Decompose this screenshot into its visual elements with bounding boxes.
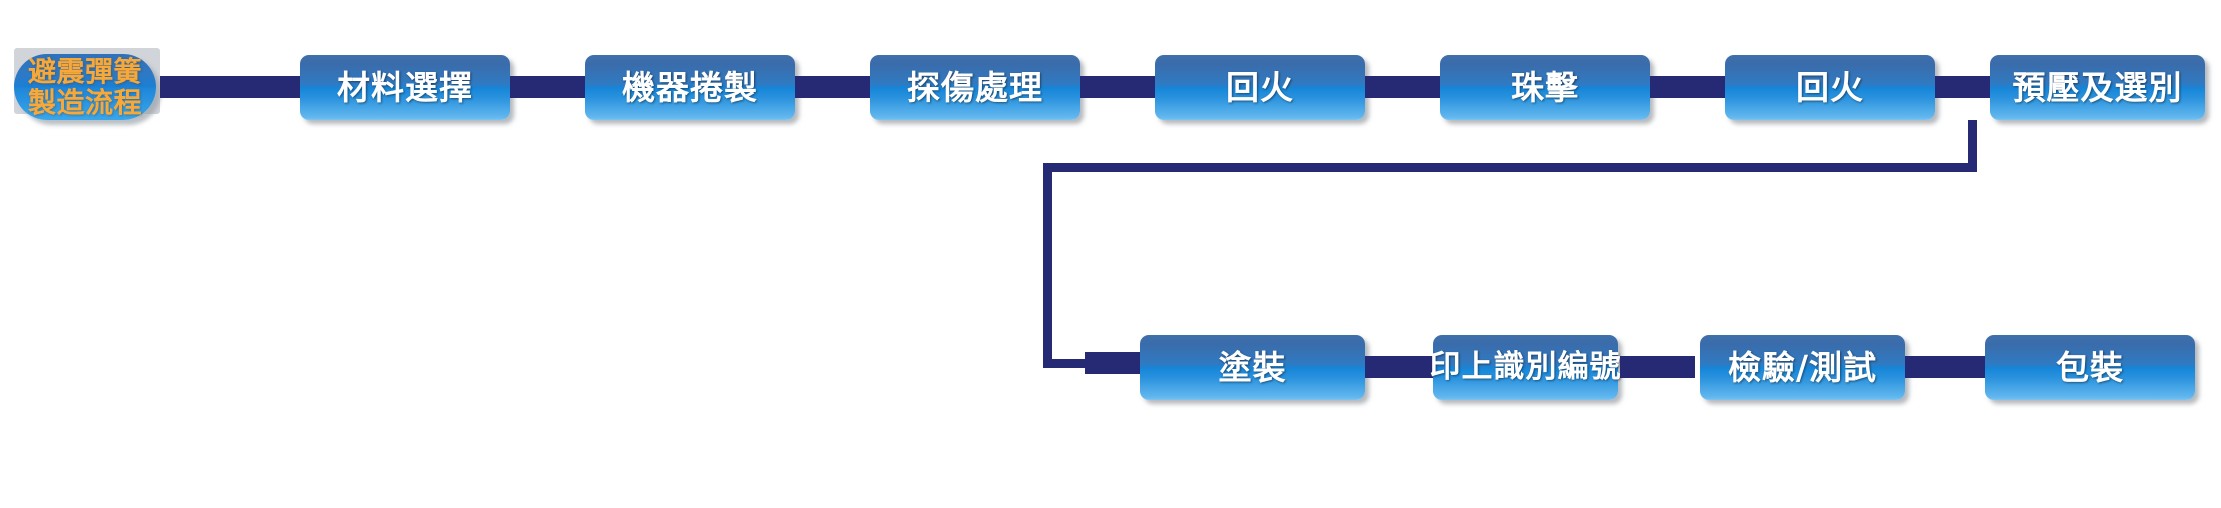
node-machine-coiling[interactable]: 機器捲製 <box>585 55 795 120</box>
connector-flaw-detection-to-tempering-1 <box>1080 76 1155 98</box>
node-label: 包裝 <box>2056 348 2124 387</box>
connector-material-selection-to-machine-coiling <box>510 76 585 98</box>
connector-tempering-1-to-shot-peening <box>1365 76 1440 98</box>
node-label: 探傷處理 <box>907 68 1043 107</box>
elbow-segment-horizontal <box>1043 163 1977 172</box>
connector-elbow-to-painting <box>1085 352 1140 374</box>
connector-painting-to-print-id-number <box>1365 356 1440 378</box>
node-label: 回火 <box>1796 68 1864 107</box>
node-tempering-2[interactable]: 回火 <box>1725 55 1935 120</box>
node-inspection-test[interactable]: 檢驗/測試 <box>1700 335 1905 400</box>
elbow-segment-down-left <box>1043 163 1052 368</box>
connector-machine-coiling-to-flaw-detection <box>795 76 870 98</box>
node-label: 預壓及選別 <box>2012 68 2183 107</box>
node-print-identification-number[interactable]: 印上識別編號 <box>1430 335 1621 400</box>
node-material-selection[interactable]: 材料選擇 <box>300 55 510 120</box>
start-node-line2: 製造流程 <box>27 86 142 119</box>
node-painting[interactable]: 塗裝 <box>1140 335 1365 400</box>
node-packaging[interactable]: 包裝 <box>1985 335 2195 400</box>
start-node-avoidance-spring-process[interactable]: 避震彈簧 製造流程 <box>14 54 156 120</box>
node-tempering-1[interactable]: 回火 <box>1155 55 1365 120</box>
connector-shot-peening-to-tempering-2 <box>1650 76 1725 98</box>
connector-inspection-test-to-packaging <box>1905 356 1985 378</box>
node-label: 材料選擇 <box>337 68 473 107</box>
node-label: 塗裝 <box>1218 348 1287 387</box>
node-flaw-detection-treatment[interactable]: 探傷處理 <box>870 55 1080 120</box>
node-shot-peening[interactable]: 珠擊 <box>1440 55 1650 120</box>
connector-print-id-number-to-inspection-test <box>1620 356 1695 378</box>
node-label: 印上識別編號 <box>1429 349 1622 385</box>
connector-start-to-material-selection <box>160 76 300 98</box>
elbow-segment-down-right <box>1968 120 1977 168</box>
node-label: 檢驗/測試 <box>1727 348 1878 387</box>
node-label: 珠擊 <box>1511 68 1579 107</box>
start-node-line1: 避震彈簧 <box>27 54 142 88</box>
node-label: 回火 <box>1226 68 1294 107</box>
elbow-segment-stub <box>1043 359 1088 368</box>
node-preload-and-sorting[interactable]: 預壓及選別 <box>1990 55 2205 120</box>
node-label: 機器捲製 <box>622 68 758 107</box>
